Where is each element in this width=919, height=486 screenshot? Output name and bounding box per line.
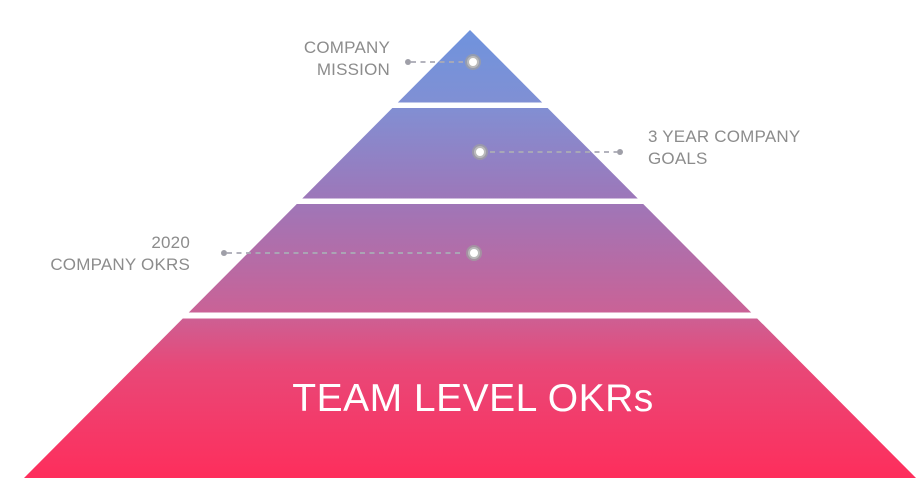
label-2020-company-okrs: 2020 COMPANY OKRS [50, 232, 190, 276]
level-separator-3 [0, 312, 919, 319]
marker-dot-mission [465, 54, 481, 70]
marker-dot-okrs [466, 245, 482, 261]
label-company-mission: COMPANY MISSION [304, 37, 390, 81]
label-company-mission-line1: COMPANY [303, 38, 390, 57]
connector-end-dot-okrs [221, 250, 227, 256]
marker-dot-goals [472, 144, 488, 160]
label-three-year-company-goals-line2: GOALS [648, 149, 708, 168]
label-2020-company-okrs-line2: COMPANY OKRS [50, 255, 190, 274]
connector-end-dot-goals [617, 149, 623, 155]
level-separator-1 [0, 102, 919, 108]
label-three-year-company-goals: 3 YEAR COMPANY GOALS [648, 126, 800, 170]
label-team-level-okrs: TEAM LEVEL OKRs [292, 377, 654, 420]
label-2020-company-okrs-line1: 2020 [151, 233, 190, 252]
level-separator-2 [0, 198, 919, 204]
label-three-year-company-goals-line1: 3 YEAR COMPANY [648, 127, 801, 146]
connector-end-dot-mission [405, 59, 411, 65]
label-company-mission-line2: MISSION [316, 60, 390, 79]
